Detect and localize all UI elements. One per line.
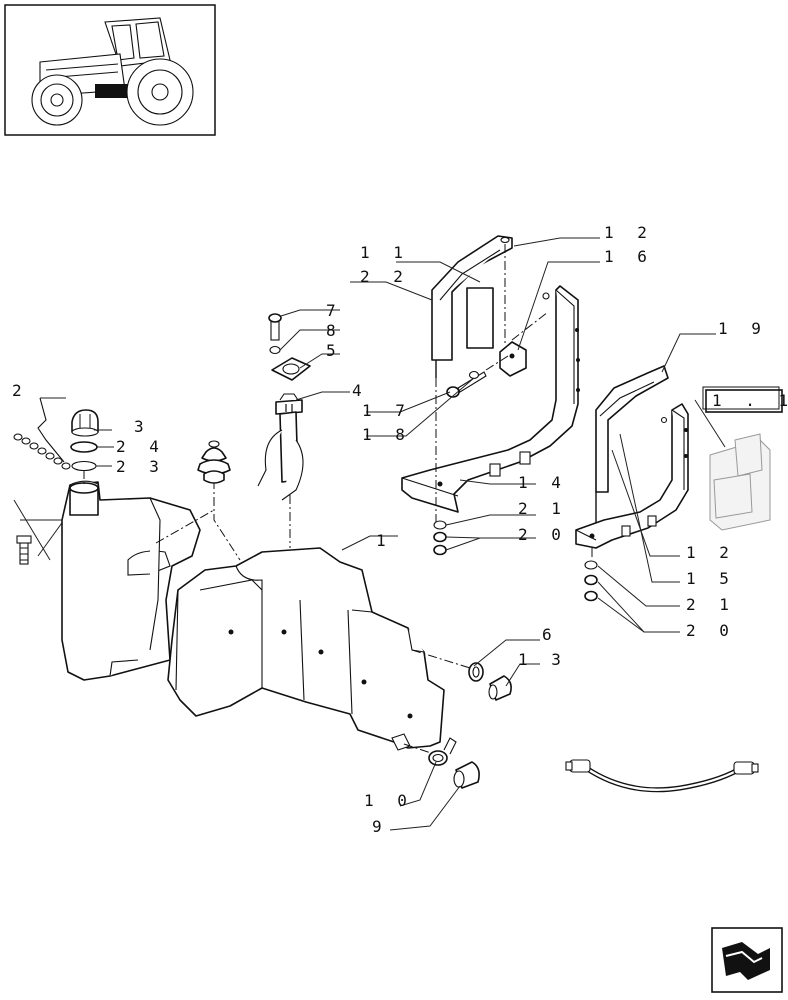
callout-18: 1 8: [362, 425, 412, 444]
callout-1: 1: [376, 531, 393, 550]
fuel-level-sender: [257, 393, 304, 501]
nut-20-lower-a: [584, 574, 598, 586]
reference-assembly-ghost: [694, 399, 771, 531]
callout-5: 5: [326, 341, 343, 360]
sender-gasket: [271, 357, 311, 381]
reference-box[interactable]: 1 . 1 4: [702, 386, 788, 413]
washer-21-lower: [584, 560, 598, 570]
nut-20-upper-a: [433, 531, 447, 543]
tank-bracket-lower: [575, 403, 689, 549]
hose-clip-upper: [468, 662, 484, 682]
callout-7: 7: [326, 301, 343, 320]
filler-seal: [70, 441, 98, 453]
callout-12-lower: 1 2: [686, 543, 736, 562]
fuel-hose: [565, 759, 759, 793]
nut-20-upper-b: [433, 544, 447, 556]
callout-4: 4: [352, 381, 369, 400]
strap-pad: [466, 287, 494, 349]
callout-10: 1 0: [364, 791, 414, 810]
callout-21-upper: 2 1: [518, 499, 568, 518]
breather-fitting: [197, 440, 231, 484]
callout-15: 1 5: [686, 569, 736, 588]
callout-9: 9: [372, 817, 389, 836]
hose-clip-lower: [428, 737, 457, 766]
lower-strap: [595, 365, 669, 524]
callout-23: 2 3: [116, 457, 166, 476]
bracket-washer: [468, 370, 480, 380]
plug-cap-lower: [453, 761, 480, 789]
filler-gasket: [71, 460, 97, 472]
callout-13: 1 3: [518, 650, 568, 669]
callout-12-upper: 1 2: [604, 223, 654, 242]
plug-cap-upper: [488, 675, 512, 701]
reference-box-label: 1 . 1 4: [712, 391, 788, 410]
callout-11: 1 1: [360, 243, 410, 262]
callout-20-lower: 2 0: [686, 621, 736, 640]
sender-screw: [268, 313, 282, 341]
callout-8: 8: [326, 321, 343, 340]
callout-14: 1 4: [518, 473, 568, 492]
tank-bracket-upper: [401, 285, 580, 513]
callout-16: 1 6: [604, 247, 654, 266]
tractor-thumbnail-icon[interactable]: [4, 4, 216, 136]
callout-19: 1 9: [718, 319, 768, 338]
next-page-arrow-icon[interactable]: [711, 927, 783, 993]
filler-cap: [71, 409, 99, 437]
callout-17: 1 7: [362, 401, 412, 420]
callout-6: 6: [542, 625, 559, 644]
cap-chain: [13, 397, 71, 470]
callout-3: 3: [134, 417, 151, 436]
fuel-tank-main: [61, 480, 445, 751]
sender-washer: [269, 345, 281, 355]
bolt-left: [16, 535, 32, 565]
clamp-plate: [499, 341, 527, 377]
callout-24: 2 4: [116, 437, 166, 456]
nut-20-lower-b: [584, 590, 598, 602]
callout-22: 2 2: [360, 267, 410, 286]
upper-strap: [431, 235, 513, 378]
washer-21-upper: [433, 520, 447, 530]
callout-20-upper: 2 0: [518, 525, 568, 544]
callout-21-lower: 2 1: [686, 595, 736, 614]
callout-2: 2: [12, 381, 29, 400]
